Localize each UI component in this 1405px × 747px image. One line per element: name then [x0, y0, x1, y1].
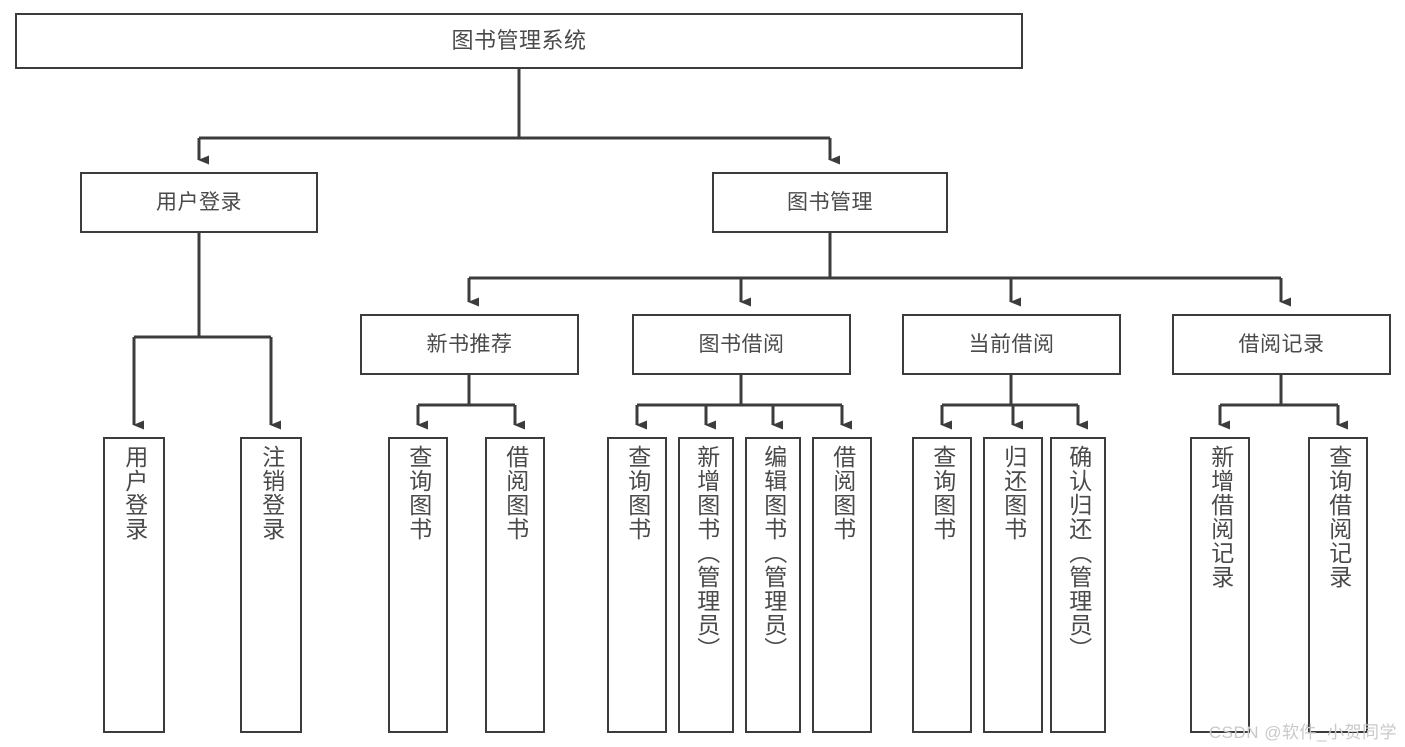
node-leaf-query-book-3[interactable]: 查询图书	[912, 437, 972, 733]
node-current-borrow[interactable]: 当前借阅	[902, 314, 1121, 375]
node-leaf-confirm-return[interactable]: 确认归还（管理员）	[1050, 437, 1106, 733]
node-borrow-record[interactable]: 借阅记录	[1172, 314, 1391, 375]
node-leaf-borrow-book-2-label: 借阅图书	[829, 445, 856, 541]
node-leaf-add-record-label: 新增借阅记录	[1207, 445, 1234, 589]
node-new-book-recommend[interactable]: 新书推荐	[360, 314, 579, 375]
watermark: CSDN @软件_小贺同学	[1208, 723, 1397, 742]
node-leaf-user-login[interactable]: 用户登录	[103, 437, 165, 733]
node-borrow-record-label: 借阅记录	[1238, 332, 1325, 356]
node-user-login-label: 用户登录	[156, 190, 242, 214]
node-root[interactable]: 图书管理系统	[15, 13, 1023, 69]
node-current-borrow-label: 当前借阅	[968, 332, 1055, 356]
node-leaf-borrow-book-1-label: 借阅图书	[502, 445, 529, 541]
node-leaf-user-login-label: 用户登录	[121, 445, 148, 541]
node-leaf-query-record[interactable]: 查询借阅记录	[1308, 437, 1368, 733]
node-leaf-query-book-2-label: 查询图书	[624, 445, 651, 541]
node-leaf-query-book-1[interactable]: 查询图书	[388, 437, 448, 733]
node-book-borrow-label: 图书借阅	[698, 332, 785, 356]
node-leaf-edit-book[interactable]: 编辑图书（管理员）	[745, 437, 801, 733]
node-leaf-add-book-label: 新增图书（管理员）	[693, 445, 720, 661]
node-leaf-user-logout-label: 注销登录	[258, 445, 285, 541]
node-leaf-query-book-3-label: 查询图书	[929, 445, 956, 541]
node-user-login[interactable]: 用户登录	[80, 172, 318, 233]
node-leaf-query-record-label: 查询借阅记录	[1325, 445, 1352, 589]
node-leaf-edit-book-label: 编辑图书（管理员）	[760, 445, 787, 661]
node-leaf-query-book-2[interactable]: 查询图书	[607, 437, 667, 733]
node-leaf-user-logout[interactable]: 注销登录	[240, 437, 302, 733]
node-leaf-query-book-1-label: 查询图书	[405, 445, 432, 541]
node-leaf-add-book[interactable]: 新增图书（管理员）	[678, 437, 734, 733]
node-leaf-borrow-book-1[interactable]: 借阅图书	[485, 437, 545, 733]
node-leaf-return-book[interactable]: 归还图书	[983, 437, 1043, 733]
node-leaf-return-book-label: 归还图书	[1000, 445, 1027, 541]
node-book-manage[interactable]: 图书管理	[712, 172, 948, 233]
node-leaf-add-record[interactable]: 新增借阅记录	[1190, 437, 1250, 733]
node-leaf-borrow-book-2[interactable]: 借阅图书	[812, 437, 872, 733]
node-book-manage-label: 图书管理	[787, 190, 873, 214]
node-book-borrow[interactable]: 图书借阅	[632, 314, 851, 375]
node-new-book-recommend-label: 新书推荐	[426, 332, 513, 356]
node-root-label: 图书管理系统	[451, 27, 587, 53]
node-leaf-confirm-return-label: 确认归还（管理员）	[1065, 445, 1092, 661]
